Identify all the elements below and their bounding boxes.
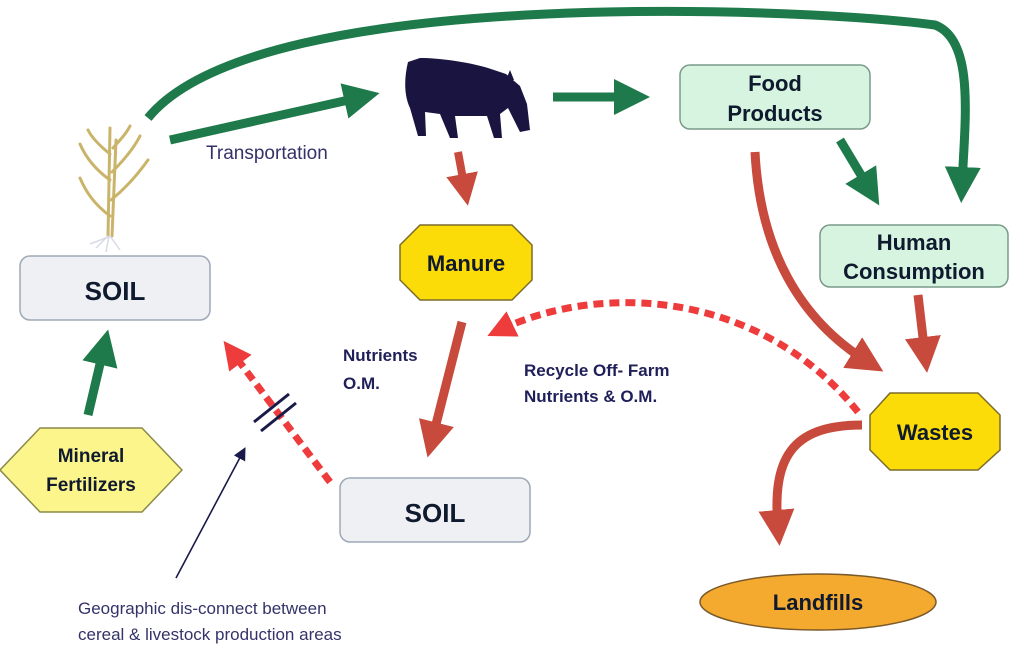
human-consumption-box: Human Consumption [819,224,1009,288]
food-products-line1: Food [748,71,802,96]
mineral-fertilizers-line2: Fertilizers [46,475,136,496]
soil-top-label: SOIL [85,276,146,306]
manure-octagon: Manure [399,224,533,301]
cereal-plant-icon [78,124,150,253]
arrow-recycle-dashed [487,299,861,415]
arrow-food-to-consumption [836,137,880,206]
recycle-label-line2: Nutrients & O.M. [524,387,657,406]
wastes-label: Wastes [897,420,973,445]
recycle-label-line1: Recycle Off- Farm [524,361,670,380]
wastes-octagon: Wastes [869,392,1001,471]
food-products-box: Food Products [679,64,871,130]
nutrients-label-line1: Nutrients [343,346,418,365]
human-consumption-line2: Consumption [843,259,985,284]
mineral-fertilizers-hexagon: Mineral Fertilizers [0,427,184,513]
soil-box-bottom: SOIL [339,477,531,543]
landfills-label: Landfills [773,590,863,615]
soil-box-top: SOIL [19,255,211,321]
arrow-manure-to-soil [418,320,467,458]
arrow-cow-to-manure [446,151,478,206]
soil-bottom-label: SOIL [405,498,466,528]
geographic-label-line2: cereal & livestock production areas [78,625,342,644]
nutrients-label-line2: O.M. [343,374,380,393]
manure-label: Manure [427,251,505,276]
pointer-arrow [175,447,246,579]
human-consumption-line1: Human [877,230,952,255]
arrow-soil-to-human-consumption [144,6,981,203]
landfills-ellipse: Landfills [699,573,937,631]
arrow-soil-to-soil-dashed [223,340,333,485]
food-products-line2: Products [727,101,822,126]
transportation-label: Transportation [206,143,328,164]
geographic-label-line1: Geographic dis-connect between [78,599,327,618]
disconnect-symbol [253,392,297,433]
mineral-fertilizers-line1: Mineral [58,446,125,467]
arrow-fertilizer-to-soil [82,329,118,417]
arrow-food-to-wastes [750,151,884,372]
cow-icon [405,58,530,138]
arrow-consumption-to-wastes [905,294,941,373]
arrow-wastes-to-landfills [758,420,863,546]
arrow-transportation [169,83,380,145]
